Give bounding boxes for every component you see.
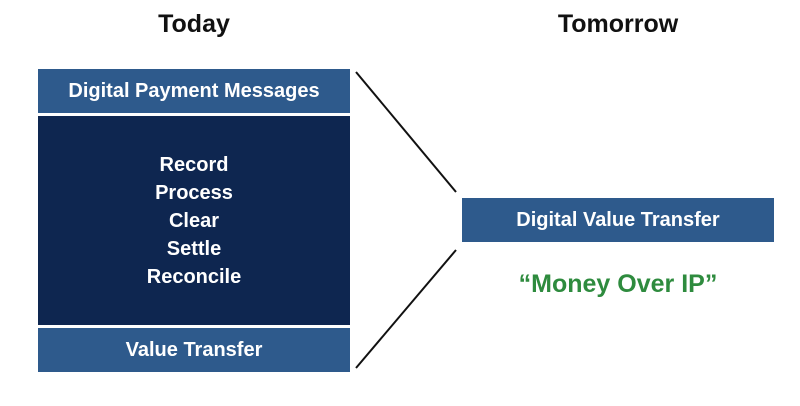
money-over-ip-tagline: “Money Over IP” xyxy=(518,270,718,298)
digital-payment-messages-box: Digital Payment Messages xyxy=(38,69,350,113)
process-step: Clear xyxy=(168,209,220,232)
process-steps-box: Record Process Clear Settle Reconcile xyxy=(38,116,350,325)
process-step: Reconcile xyxy=(146,265,242,288)
digital-value-transfer-box: Digital Value Transfer xyxy=(462,198,774,242)
lower-connector-line xyxy=(355,249,457,369)
tomorrow-heading: Tomorrow xyxy=(557,10,679,38)
process-step: Process xyxy=(155,181,233,204)
today-heading: Today xyxy=(158,10,230,38)
digital-payment-messages-label: Digital Payment Messages xyxy=(68,79,320,102)
value-transfer-box: Value Transfer xyxy=(38,328,350,372)
digital-value-transfer-label: Digital Value Transfer xyxy=(516,208,720,231)
upper-connector-line xyxy=(355,71,457,193)
value-transfer-label: Value Transfer xyxy=(125,338,263,361)
process-step: Settle xyxy=(166,237,222,260)
process-step: Record xyxy=(159,153,229,176)
